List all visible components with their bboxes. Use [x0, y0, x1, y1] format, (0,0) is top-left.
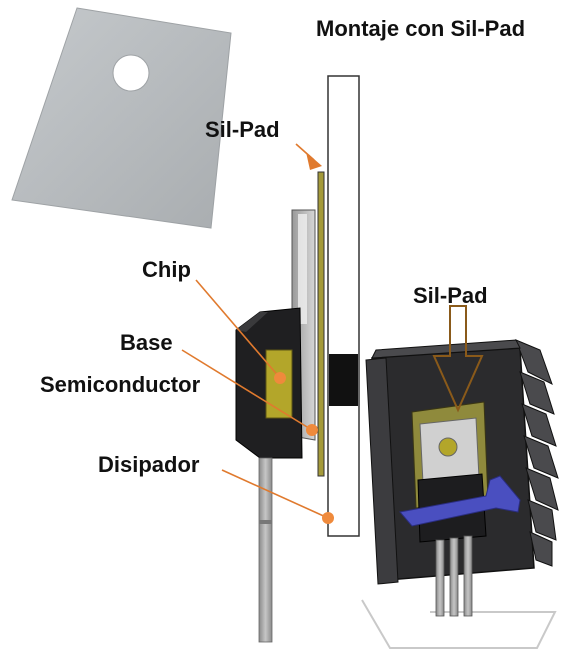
disipador-marker [322, 512, 334, 524]
label-silpad-side: Sil-Pad [205, 117, 280, 142]
base-marker [306, 424, 318, 436]
marker-dots [274, 372, 334, 524]
leader-chip [195, 279, 281, 379]
silpad-layer [317, 171, 325, 477]
mounted-leads [435, 535, 473, 617]
transistor-lead [258, 457, 273, 643]
silpad-arrow [432, 305, 484, 413]
chip-marker [274, 372, 286, 384]
heatsink-mount-band [329, 354, 358, 406]
heatsink-left-fins [365, 357, 399, 585]
silpad-sheet [11, 7, 232, 229]
leader-disipador [221, 469, 329, 519]
heatsink-plate [327, 75, 360, 537]
mounting-hole [112, 54, 150, 92]
label-disipador: Disipador [98, 452, 200, 477]
leader-base [181, 349, 313, 431]
label-silpad-assembled: Sil-Pad [413, 283, 488, 308]
exploded-side-view [235, 75, 360, 643]
chip-die [265, 349, 293, 419]
floor-shadow [361, 599, 557, 649]
transistor-mounted-hole [438, 437, 458, 457]
heatsink-right-fins [515, 339, 559, 567]
mounting-clip [399, 475, 521, 527]
assembled-view [361, 305, 559, 649]
label-semiconductor: Semiconductor [40, 372, 201, 397]
diagram-title: Montaje con Sil-Pad [316, 16, 526, 41]
label-chip: Chip [142, 257, 191, 282]
silpad-pointer-arrow [306, 152, 322, 170]
label-base: Base [120, 330, 173, 355]
